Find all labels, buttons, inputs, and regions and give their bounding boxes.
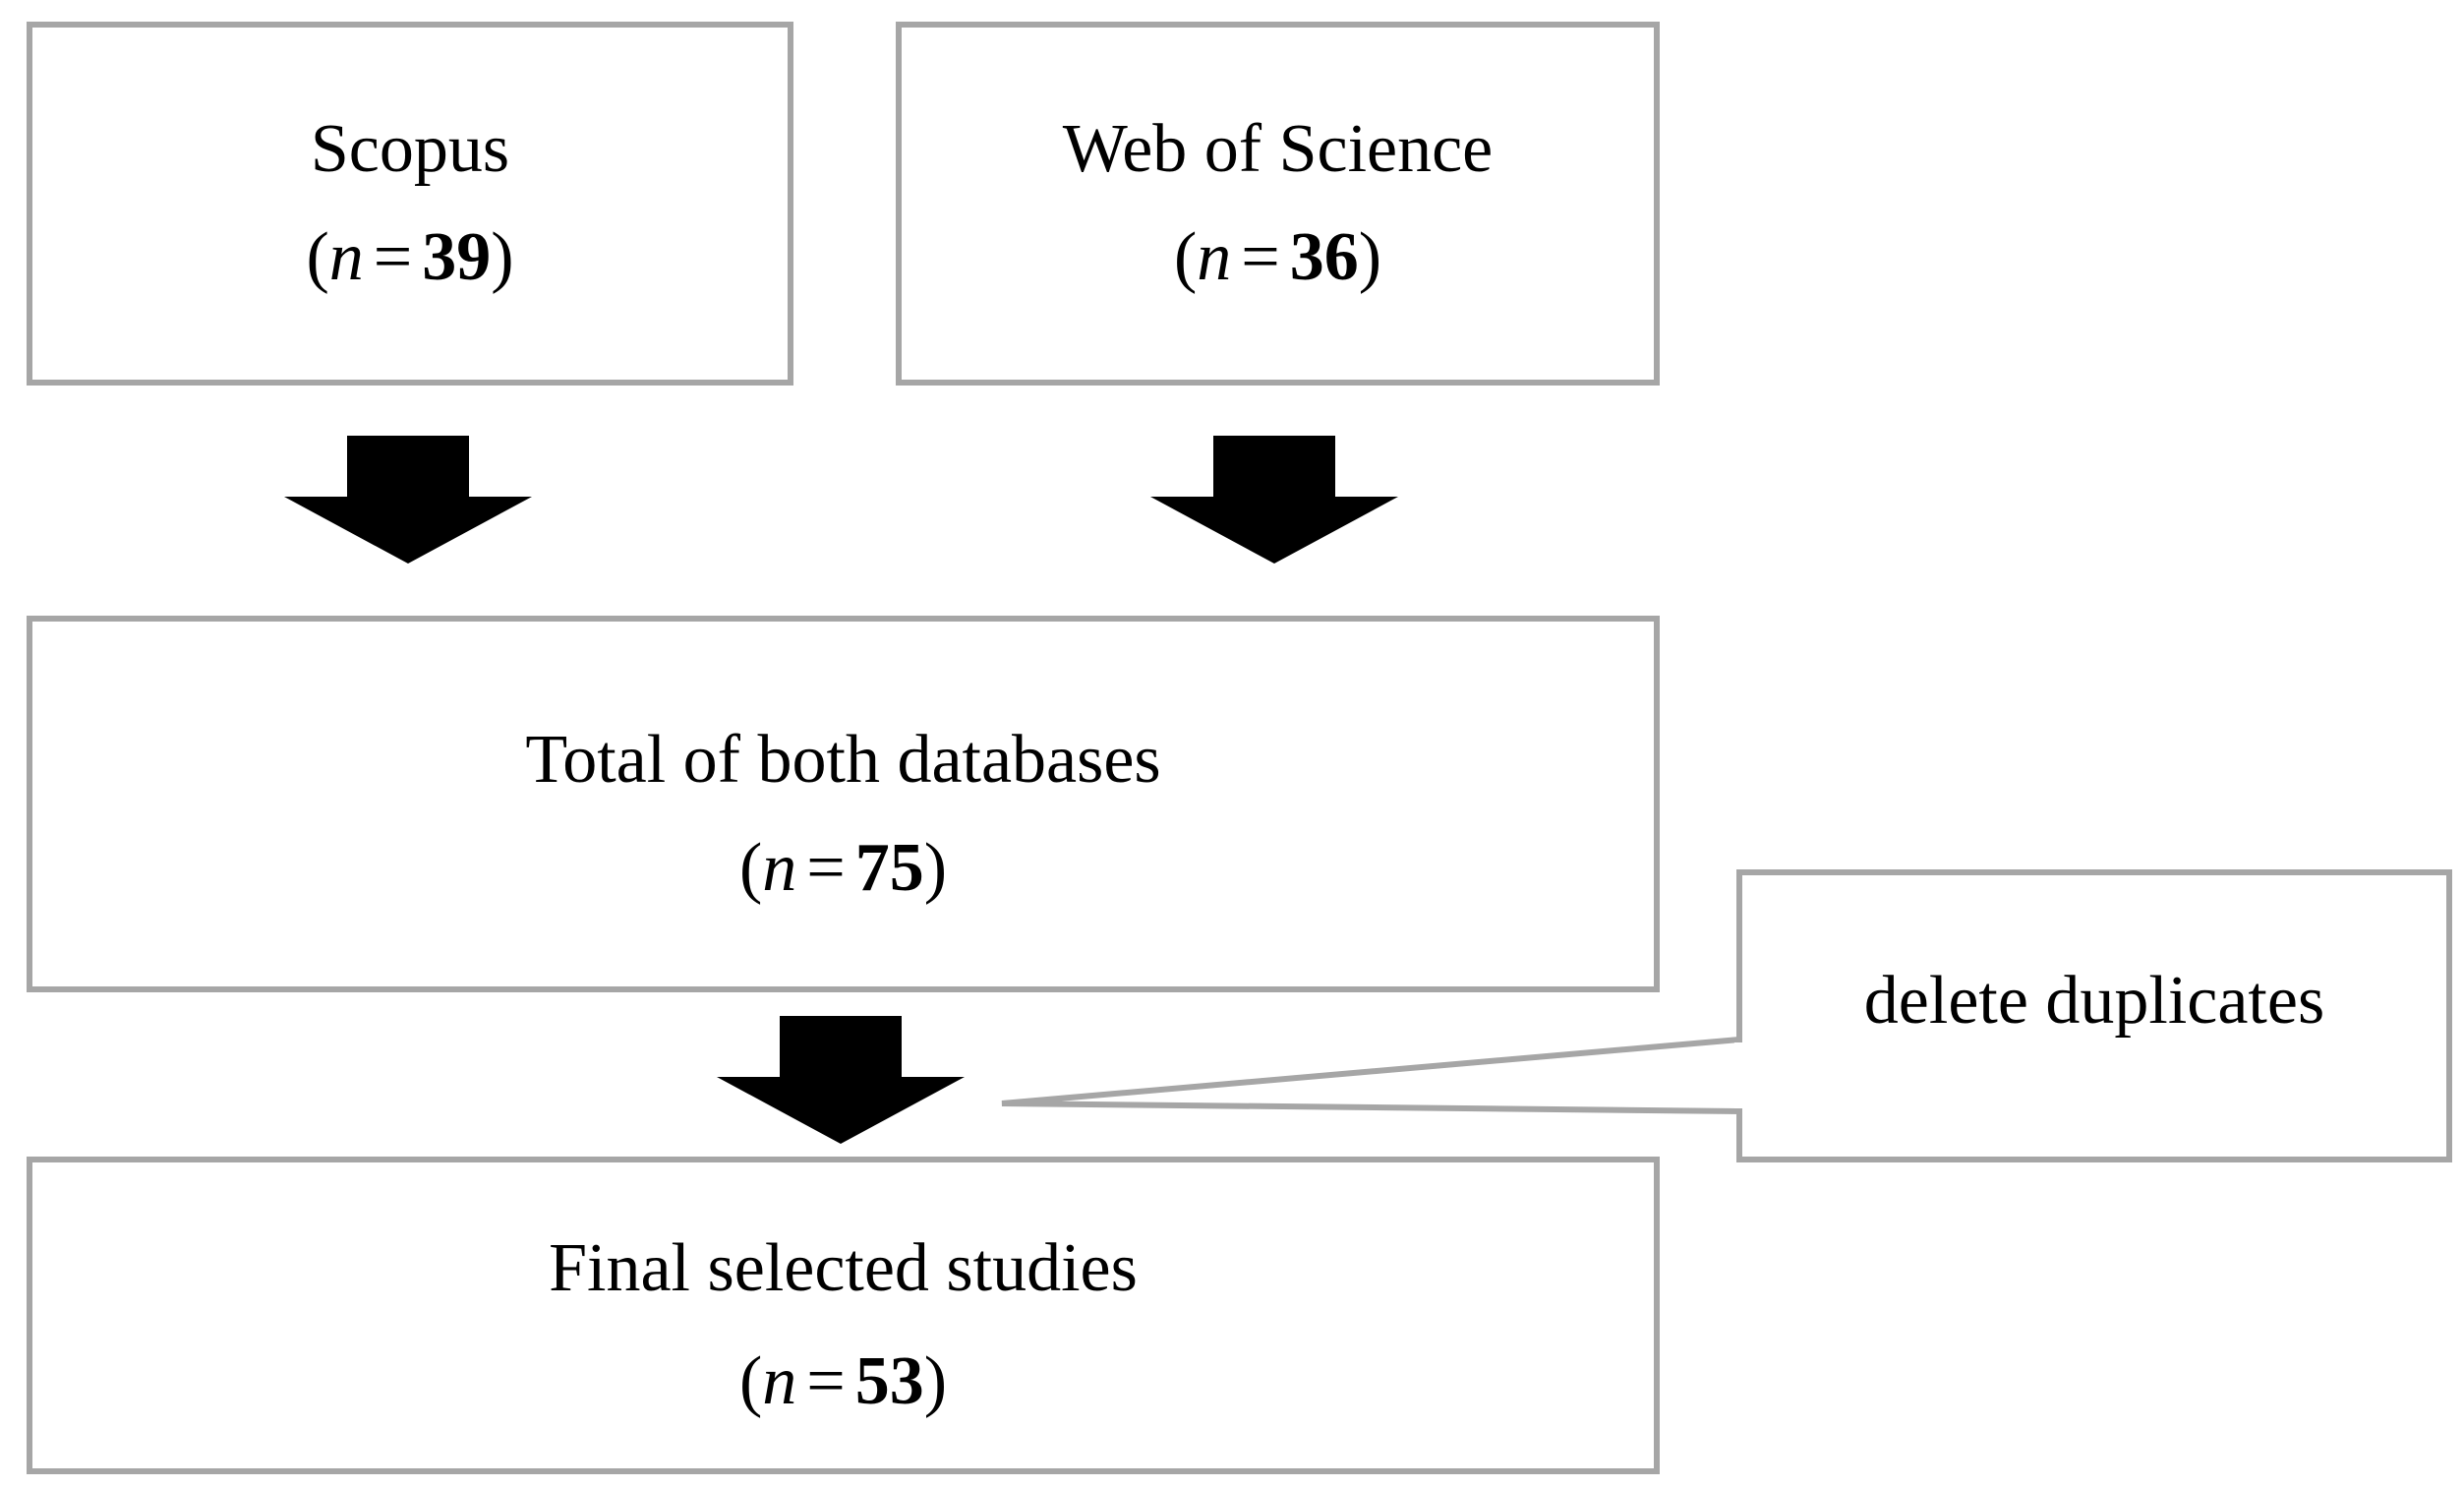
down-arrow-icon xyxy=(284,436,532,564)
down-arrow-icon xyxy=(1150,436,1398,564)
total-count-eq: = xyxy=(806,829,846,906)
web-of-science-box: Web of Science (n=36) xyxy=(896,22,1660,386)
web-of-science-count-close: ) xyxy=(1358,219,1382,295)
total-count-var: n xyxy=(762,829,797,906)
web-of-science-count-var: n xyxy=(1197,219,1232,295)
web-of-science-count: (n=36) xyxy=(1174,223,1381,292)
web-of-science-count-open: ( xyxy=(1173,219,1198,295)
final-box: Final selected studies (n=53) xyxy=(27,1157,1660,1474)
final-count-close: ) xyxy=(923,1343,948,1419)
final-count: (n=53) xyxy=(739,1347,947,1416)
total-count: (n=75) xyxy=(739,833,947,903)
scopus-count-close: ) xyxy=(491,219,514,295)
web-of-science-count-number: 36 xyxy=(1289,219,1359,295)
scopus-count: (n=39) xyxy=(306,223,513,292)
total-count-open: ( xyxy=(738,829,763,906)
scopus-count-eq: = xyxy=(373,219,413,295)
scopus-count-var: n xyxy=(328,219,364,295)
scopus-title: Scopus xyxy=(310,111,510,187)
final-title: Final selected studies xyxy=(549,1230,1138,1306)
web-of-science-count-eq: = xyxy=(1241,219,1280,295)
total-box: Total of both databases (n=75) xyxy=(27,616,1660,992)
callout-text: delete duplicates xyxy=(1863,963,2325,1039)
final-count-open: ( xyxy=(738,1343,763,1419)
scopus-count-open: ( xyxy=(306,219,329,295)
total-title: Total of both databases xyxy=(525,721,1161,798)
delete-duplicates-callout: delete duplicates xyxy=(1736,869,2452,1162)
scopus-box: Scopus (n=39) xyxy=(27,22,793,386)
callout-pointer-join xyxy=(1734,1042,1746,1108)
final-count-number: 53 xyxy=(854,1343,924,1419)
total-count-number: 75 xyxy=(854,829,924,906)
total-count-close: ) xyxy=(923,829,948,906)
down-arrow-icon xyxy=(717,1016,965,1144)
web-of-science-title: Web of Science xyxy=(1062,111,1494,187)
final-count-var: n xyxy=(762,1343,797,1419)
scopus-count-number: 39 xyxy=(422,219,492,295)
final-count-eq: = xyxy=(806,1343,846,1419)
